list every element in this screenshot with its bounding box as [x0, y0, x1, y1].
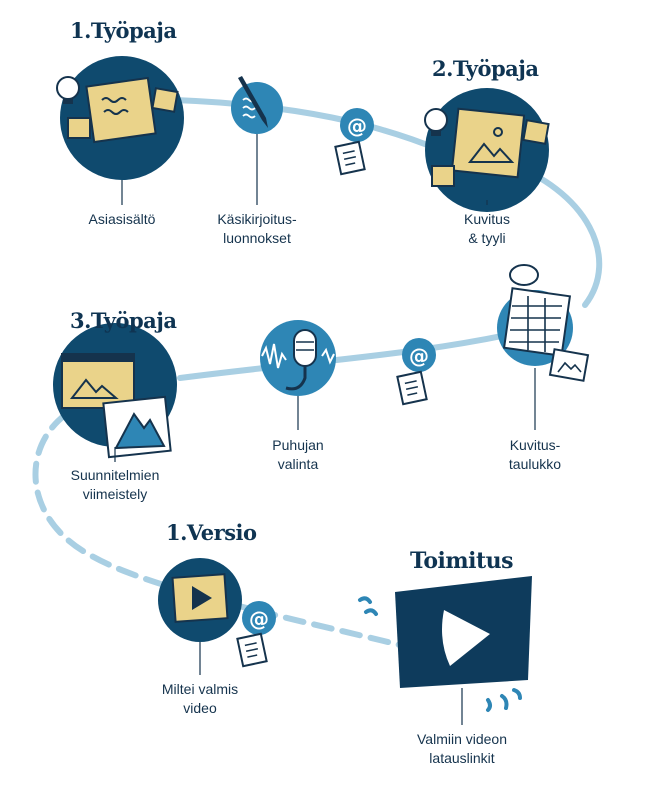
label-line: video [183, 700, 217, 716]
heading-workshop-2: 2.Työpaja [432, 56, 539, 81]
heading-workshop-1: 1.Työpaja [70, 18, 177, 43]
label-kuvitustaulukko: Kuvitus- taulukko [509, 436, 561, 474]
label-kuvitus-tyyli: Kuvitus & tyyli [464, 210, 510, 248]
step-asiasisalto [56, 56, 184, 205]
label-line: Asiasisältö [88, 211, 156, 227]
path-segment-4 [32, 412, 403, 648]
image-sketch-lightbulb-icon [424, 107, 550, 187]
label-line: & tyyli [468, 230, 506, 246]
pen-writing-icon [238, 76, 268, 128]
label-line: Miltei valmis [161, 681, 239, 697]
email-feedback-marker-2: @ [396, 338, 436, 406]
label-line: latauslinkit [429, 750, 495, 766]
label-valmiin-videon-latauslinkit: Valmiin videon latauslinkit [417, 730, 507, 768]
label-kasikirjoitus: Käsikirjoitus- luonnokset [217, 210, 296, 248]
path-segment-3 [177, 327, 533, 381]
label-line: Valmiin videon [416, 731, 508, 747]
step-puhujan-valinta [260, 320, 336, 430]
heading-workshop-3: 3.Työpaja [70, 308, 177, 333]
step-suunnitelmien-viimeistely [53, 323, 177, 462]
final-video-play-icon [358, 576, 532, 712]
step-toimitus [358, 576, 532, 725]
storyboard-table-icon [502, 264, 590, 382]
label-puhujan-valinta: Puhujan valinta [272, 436, 323, 474]
label-line: taulukko [508, 456, 562, 472]
label-line: viimeistely [82, 486, 148, 502]
step-miltei-valmis-video [158, 558, 242, 675]
step-kuvitustaulukko [497, 264, 590, 430]
label-miltei-valmis-video: Miltei valmis video [162, 680, 238, 718]
email-feedback-icon: @ [409, 344, 429, 368]
label-line: Kuvitus- [509, 437, 561, 453]
step-kasikirjoitus [231, 76, 283, 205]
label-line: luonnokset [223, 230, 291, 246]
label-line: Käsikirjoitus- [217, 211, 297, 227]
label-line: Kuvitus [464, 211, 510, 227]
email-feedback-icon: @ [249, 607, 269, 631]
heading-delivery: Toimitus [410, 548, 514, 574]
step-kuvitus-tyyli [424, 88, 550, 212]
microphone-icon [261, 329, 335, 391]
label-line: Suunnitelmien [70, 467, 160, 483]
label-line: Puhujan [272, 437, 324, 453]
label-asiasisalto: Asiasisältö [89, 210, 156, 229]
film-frames-icon [61, 353, 172, 459]
path-segment-1 [172, 97, 443, 153]
email-feedback-marker-3: @ [236, 601, 276, 668]
email-feedback-marker-1: @ [334, 108, 374, 176]
heading-version-1: 1.Versio [166, 520, 257, 545]
label-line: valinta [277, 456, 319, 472]
video-play-icon [171, 573, 229, 623]
label-suunnitelmien-viimeistely: Suunnitelmien viimeistely [71, 466, 160, 504]
sticky-notes-lightbulb-icon [56, 76, 179, 144]
email-feedback-icon: @ [347, 114, 367, 138]
